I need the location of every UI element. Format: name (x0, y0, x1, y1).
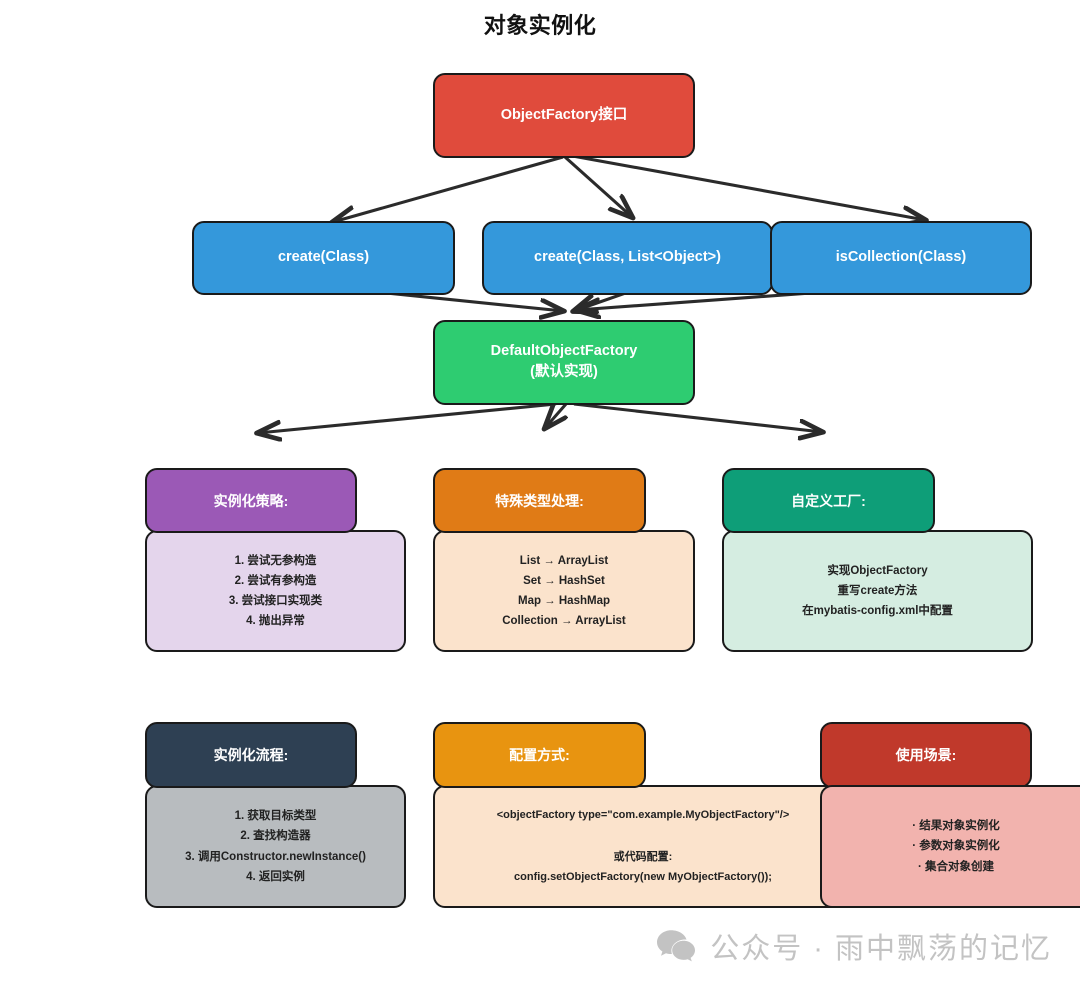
card-header-use-cases[interactable]: 使用场景: (820, 722, 1032, 788)
card-body-text: 1. 尝试无参构造 2. 尝试有参构造 3. 尝试接口实现类 4. 抛出异常 (228, 554, 323, 628)
node-object-factory-interface[interactable]: ObjectFactory接口 (433, 73, 695, 158)
page-title: 对象实例化 (483, 13, 597, 38)
card-body-use-cases: · 结果对象实例化 · 参数对象实例化 · 集合对象创建 (820, 785, 1080, 908)
watermark-text: 公众号 · 雨中飘荡的记忆 (710, 933, 1052, 965)
card-header-label: 特殊类型处理: (495, 492, 584, 509)
card-body-text: · 结果对象实例化 · 参数对象实例化 · 集合对象创建 (912, 820, 1000, 873)
card-body-text: List → ArrayList Set → HashSet Map → Has… (502, 554, 626, 628)
card-body-instantiation-strategy: 1. 尝试无参构造 2. 尝试有参构造 3. 尝试接口实现类 4. 抛出异常 (145, 530, 406, 652)
card-header-label: 实例化流程: (213, 747, 289, 763)
card-header-label: 自定义工厂: (791, 492, 866, 509)
node-default-object-factory[interactable]: DefaultObjectFactory (默认实现) (433, 320, 695, 405)
card-body-configuration-method: <objectFactory type="com.example.MyObjec… (433, 785, 853, 908)
card-body-instantiation-process: 1. 获取目标类型 2. 查找构造器 3. 调用Constructor.newI… (145, 785, 406, 908)
node-label-line1: DefaultObjectFactory (490, 343, 638, 360)
card-body-text: 1. 获取目标类型 2. 查找构造器 3. 调用Constructor.newI… (185, 810, 366, 883)
node-create-class-list[interactable]: create(Class, List<Object>) (482, 221, 773, 295)
card-body-text: 实现ObjectFactory 重写create方法 在mybatis-conf… (802, 564, 953, 618)
card-body-special-type-handling: List → ArrayList Set → HashSet Map → Has… (433, 530, 695, 652)
card-header-configuration-method[interactable]: 配置方式: (433, 722, 646, 788)
card-header-custom-factory[interactable]: 自定义工厂: (722, 468, 935, 533)
card-header-instantiation-strategy[interactable]: 实例化策略: (145, 468, 357, 533)
wechat-watermark: 公众号 · 雨中飘荡的记忆 (656, 925, 1052, 967)
card-header-special-type-handling[interactable]: 特殊类型处理: (433, 468, 646, 533)
node-create-class[interactable]: create(Class) (192, 221, 455, 295)
card-header-label: 实例化策略: (213, 492, 289, 509)
node-is-collection[interactable]: isCollection(Class) (770, 221, 1032, 295)
card-header-label: 使用场景: (895, 747, 957, 763)
card-header-instantiation-process[interactable]: 实例化流程: (145, 722, 357, 788)
card-body-custom-factory: 实现ObjectFactory 重写create方法 在mybatis-conf… (722, 530, 1033, 652)
node-label: ObjectFactory接口 (500, 106, 628, 123)
node-label: create(Class) (277, 249, 370, 266)
node-label: create(Class, List<Object>) (534, 249, 721, 266)
wechat-icon (657, 930, 696, 962)
node-label-line2: (默认实现) (530, 364, 598, 380)
card-header-label: 配置方式: (509, 747, 570, 763)
card-body-text: <objectFactory type="com.example.MyObjec… (496, 808, 790, 884)
node-label: isCollection(Class) (835, 249, 967, 266)
